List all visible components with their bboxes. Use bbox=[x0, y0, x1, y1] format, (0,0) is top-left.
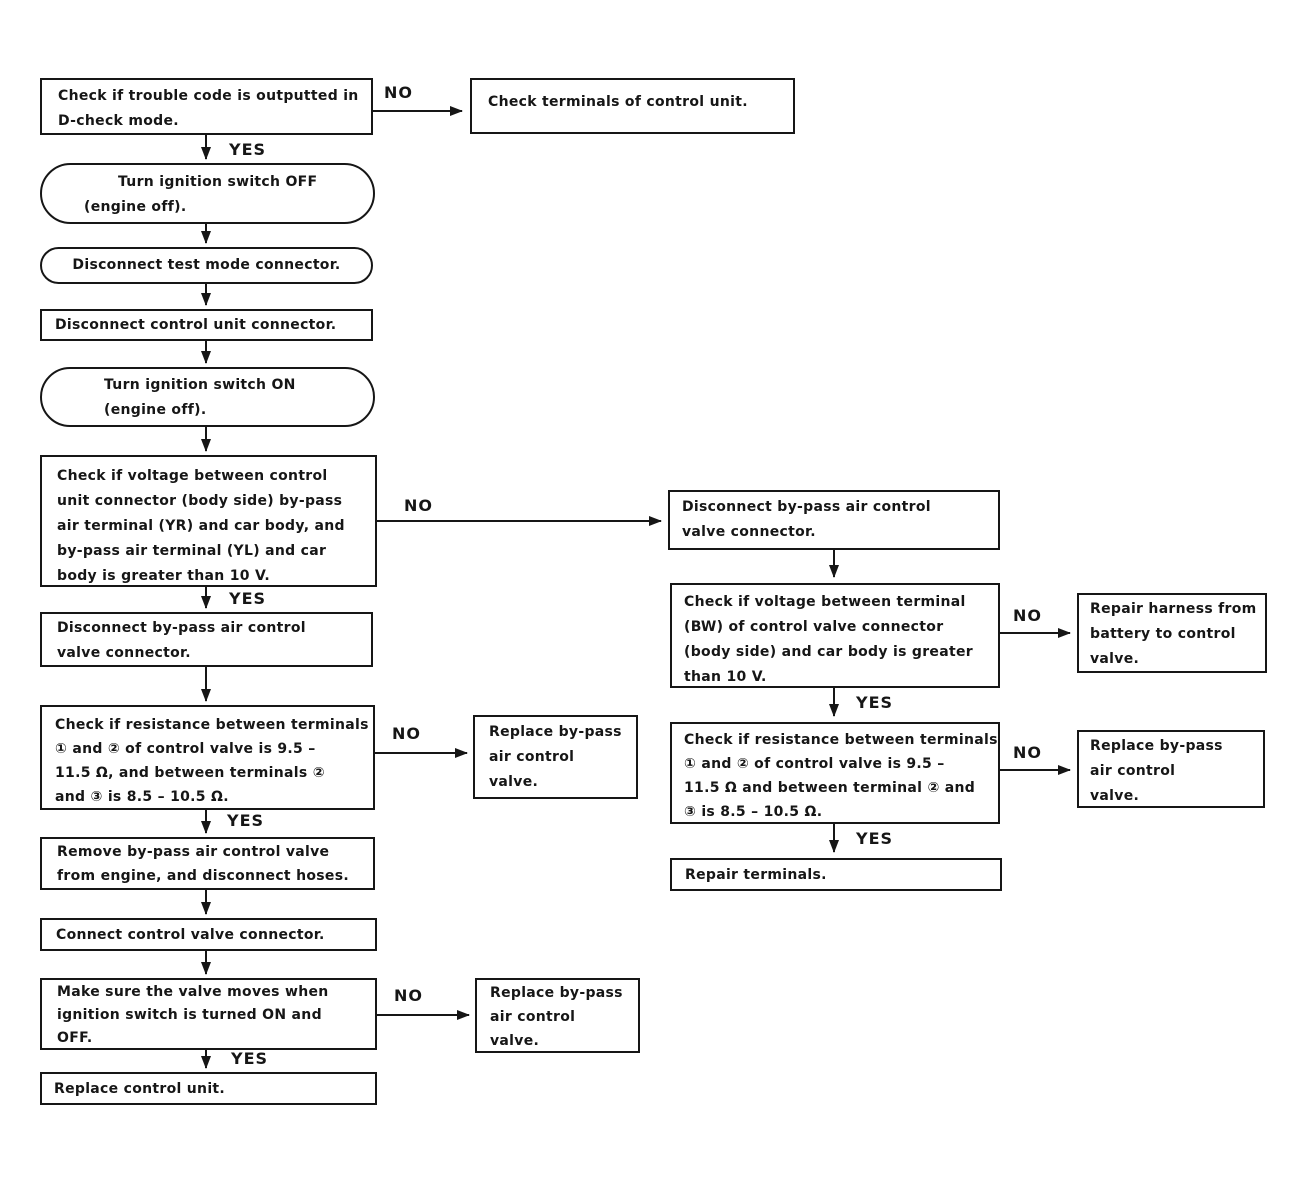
node-valve-moves: Make sure the valve moves when ignition … bbox=[40, 978, 377, 1050]
node-resistance-check-left: Check if resistance between terminals ① … bbox=[40, 705, 375, 810]
node-voltage-bw-check: Check if voltage between terminal (BW) o… bbox=[670, 583, 1000, 688]
label-no-resistance-right: NO bbox=[1013, 743, 1042, 762]
node-disconnect-bypass-right: Disconnect by-pass air control valve con… bbox=[668, 490, 1000, 550]
label-yes-resistance-right: YES bbox=[856, 829, 894, 848]
label-no-voltage-check: NO bbox=[404, 496, 433, 515]
label-yes-trouble-code: YES bbox=[229, 140, 267, 159]
label-yes-valve-moves: YES bbox=[231, 1049, 269, 1068]
node-voltage-check: Check if voltage between control unit co… bbox=[40, 455, 377, 587]
node-disconnect-bypass: Disconnect by-pass air control valve con… bbox=[40, 612, 373, 667]
label-no-trouble-code: NO bbox=[384, 83, 413, 102]
node-disconnect-test-mode: Disconnect test mode connector. bbox=[40, 247, 373, 284]
label-no-voltage-bw: NO bbox=[1013, 606, 1042, 625]
node-ignition-on: Turn ignition switch ON (engine off). bbox=[40, 367, 375, 427]
node-trouble-code-check: Check if trouble code is outputted in D-… bbox=[40, 78, 373, 135]
node-disconnect-control-unit: Disconnect control unit connector. bbox=[40, 309, 373, 341]
label-yes-voltage-check: YES bbox=[229, 589, 267, 608]
label-yes-voltage-bw: YES bbox=[856, 693, 894, 712]
node-replace-control-unit: Replace control unit. bbox=[40, 1072, 377, 1105]
label-yes-resistance-left: YES bbox=[227, 811, 265, 830]
node-replace-bypass-mid: Replace by-pass air control valve. bbox=[473, 715, 638, 799]
node-check-terminals: Check terminals of control unit. bbox=[470, 78, 795, 134]
node-resistance-check-right: Check if resistance between terminals ① … bbox=[670, 722, 1000, 824]
node-replace-bypass-right: Replace by-pass air control valve. bbox=[1077, 730, 1265, 808]
node-ignition-off: Turn ignition switch OFF (engine off). bbox=[40, 163, 375, 224]
node-repair-harness: Repair harness from battery to control v… bbox=[1077, 593, 1267, 673]
label-no-resistance-left: NO bbox=[392, 724, 421, 743]
node-remove-bypass: Remove by-pass air control valve from en… bbox=[40, 837, 375, 890]
node-connect-valve: Connect control valve connector. bbox=[40, 918, 377, 951]
node-replace-bypass-bottom: Replace by-pass air control valve. bbox=[475, 978, 640, 1053]
label-no-valve-moves: NO bbox=[394, 986, 423, 1005]
node-repair-terminals: Repair terminals. bbox=[670, 858, 1002, 891]
